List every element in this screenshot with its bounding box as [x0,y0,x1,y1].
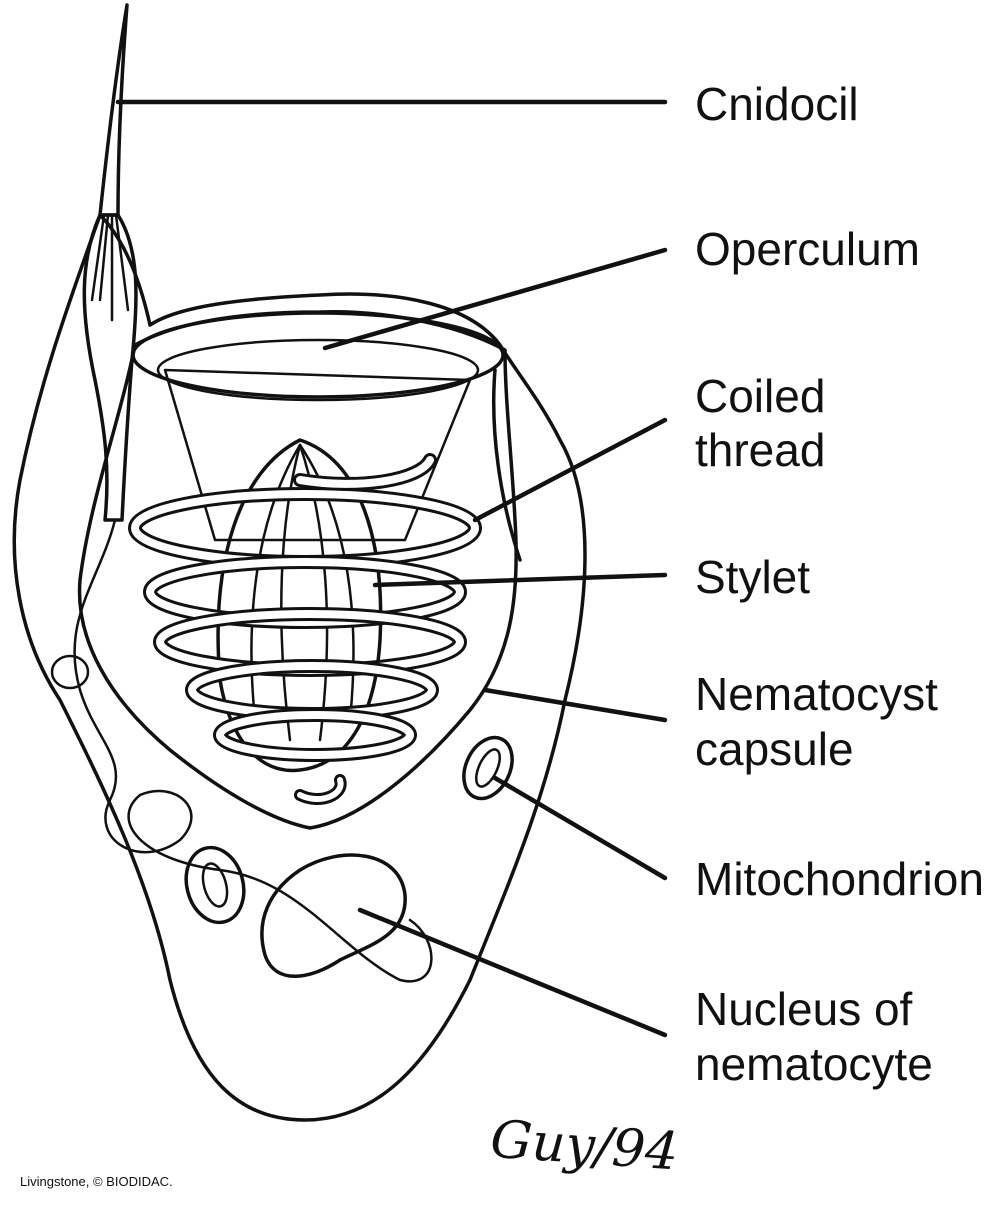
cnidocil-root [90,213,130,322]
label-capsule-line2: capsule [695,723,854,775]
operculum-lid [131,311,505,399]
signature: Guy/94 [489,1110,681,1183]
leader-stylet [372,572,668,588]
label-coiled-thread-line1: Coiled [695,370,825,422]
label-nucleus-line2: nematocyte [695,1038,933,1090]
inner-cone [163,368,472,542]
stylet-ridge [250,443,302,722]
leader-mitochondrion [492,775,668,881]
cell-body [12,213,587,1122]
cnidocil-base [82,213,138,522]
leader-capsule [482,687,668,723]
mitochondrion-shape [184,845,246,925]
leader-operculum [322,247,668,351]
operculum-inner-rim [156,338,480,402]
coiled-thread [128,453,482,805]
stylet-ridge [280,443,302,742]
label-mitochondrion: Mitochondrion [695,853,984,905]
label-nucleus-line1: Nucleus of [695,983,913,1035]
vacuole [50,654,90,690]
mitochondrion-shape [462,735,514,801]
cell-edge-fiber [492,368,522,562]
leader-coiled-thread [472,417,668,523]
credit-text: Livingstone, © BIODIDAC. [20,1174,173,1189]
nucleus-shape [260,853,407,978]
label-stylet: Stylet [695,551,810,603]
label-coiled-thread-line2: thread [695,424,825,476]
leader-nucleus [357,907,668,1038]
label-cnidocil: Cnidocil [695,78,859,130]
cytoplasm-strand [73,518,433,983]
cnidocil-hair [98,3,129,217]
label-capsule-line1: Nematocyst [695,668,938,720]
label-operculum: Operculum [695,223,920,275]
